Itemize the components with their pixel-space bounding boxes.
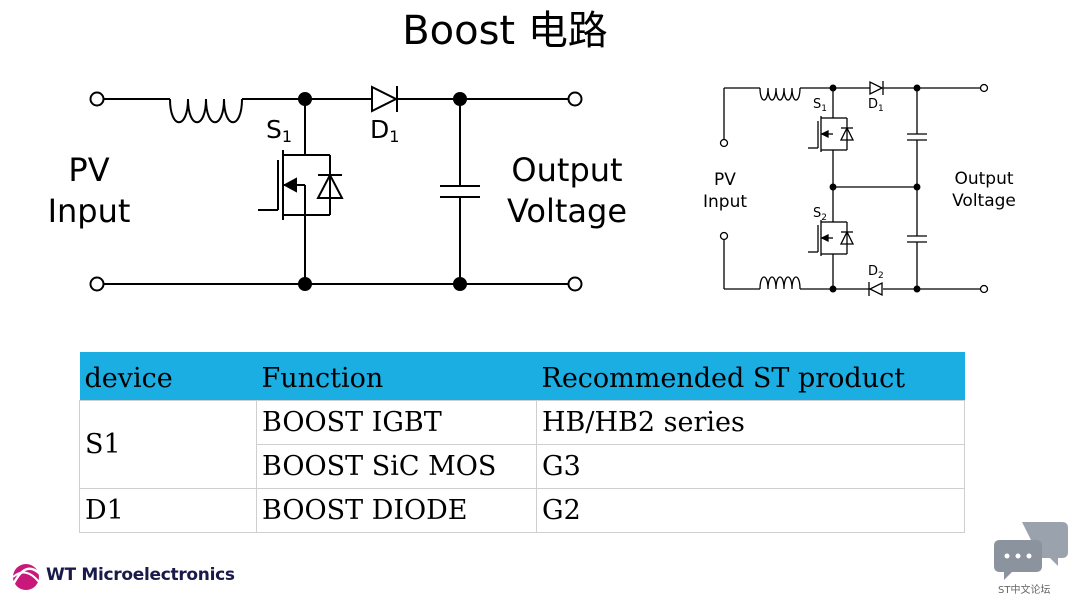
company-logo-text: WT Microelectronics bbox=[46, 565, 235, 585]
input-terminal-top bbox=[89, 91, 105, 107]
s1-right-label: S1 bbox=[813, 97, 827, 114]
output-capacitor bbox=[440, 99, 480, 284]
table-header-row: device Function Recommended ST product bbox=[79, 352, 965, 401]
switch-s1-mosfet bbox=[258, 99, 344, 284]
cell-function: BOOST IGBT bbox=[256, 400, 537, 445]
inductor-bottom bbox=[759, 276, 801, 290]
pv-input-label-line2: Input bbox=[48, 192, 131, 230]
input-terminal-bottom bbox=[89, 276, 105, 292]
wt-logo-icon bbox=[12, 564, 41, 590]
table-row: BOOST SiC MOS G3 bbox=[80, 444, 965, 489]
d1-right-label: D1 bbox=[868, 97, 884, 114]
cell-device: S1 bbox=[79, 400, 257, 489]
pv-input-right-line2: Input bbox=[703, 192, 747, 212]
cell-function: BOOST DIODE bbox=[256, 488, 537, 533]
table-row: D1 BOOST DIODE G2 bbox=[79, 488, 965, 533]
device-recommendation-table: device Function Recommended ST product S… bbox=[79, 352, 965, 533]
right-dual-boost-circuit bbox=[719, 80, 989, 297]
header-function: Function bbox=[256, 352, 537, 401]
cell-product: G3 bbox=[536, 444, 965, 489]
chat-bubble-icon bbox=[994, 522, 1068, 580]
table-row: S1 BOOST IGBT HB/HB2 series bbox=[79, 400, 965, 489]
output-voltage-label-line1: Output bbox=[511, 151, 622, 189]
inductor bbox=[169, 98, 243, 123]
output-terminal-top bbox=[567, 91, 583, 107]
diode-d1-right bbox=[869, 80, 884, 96]
switch-s1-label: S1 bbox=[266, 115, 292, 146]
d2-right-label: D2 bbox=[868, 264, 884, 281]
pv-input-label-line1: PV bbox=[68, 151, 109, 189]
cell-function: BOOST SiC MOS bbox=[256, 444, 537, 489]
output-voltage-right-line1: Output bbox=[954, 169, 1013, 189]
watermark-text: ST中文论坛 bbox=[998, 585, 1051, 596]
diode-d2-right bbox=[868, 281, 883, 297]
s2-right-label: S2 bbox=[813, 206, 827, 223]
switch-s1-right bbox=[808, 116, 855, 152]
pv-input-right-line1: PV bbox=[714, 170, 736, 190]
inductor-top bbox=[759, 87, 801, 101]
left-boost-circuit bbox=[89, 85, 583, 292]
output-voltage-right-line2: Voltage bbox=[952, 191, 1016, 211]
diode-d1 bbox=[371, 85, 399, 113]
header-device: device bbox=[79, 352, 257, 401]
output-terminal-bottom bbox=[567, 276, 583, 292]
diode-d1-label: D1 bbox=[370, 115, 399, 146]
cell-device: D1 bbox=[79, 488, 257, 533]
cell-product: G2 bbox=[536, 488, 965, 533]
page-title: Boost 电路 bbox=[402, 8, 608, 54]
switch-s2-right bbox=[808, 220, 855, 256]
cell-product: HB/HB2 series bbox=[536, 400, 965, 445]
header-product: Recommended ST product bbox=[536, 352, 965, 401]
output-voltage-label-line2: Voltage bbox=[507, 192, 627, 230]
